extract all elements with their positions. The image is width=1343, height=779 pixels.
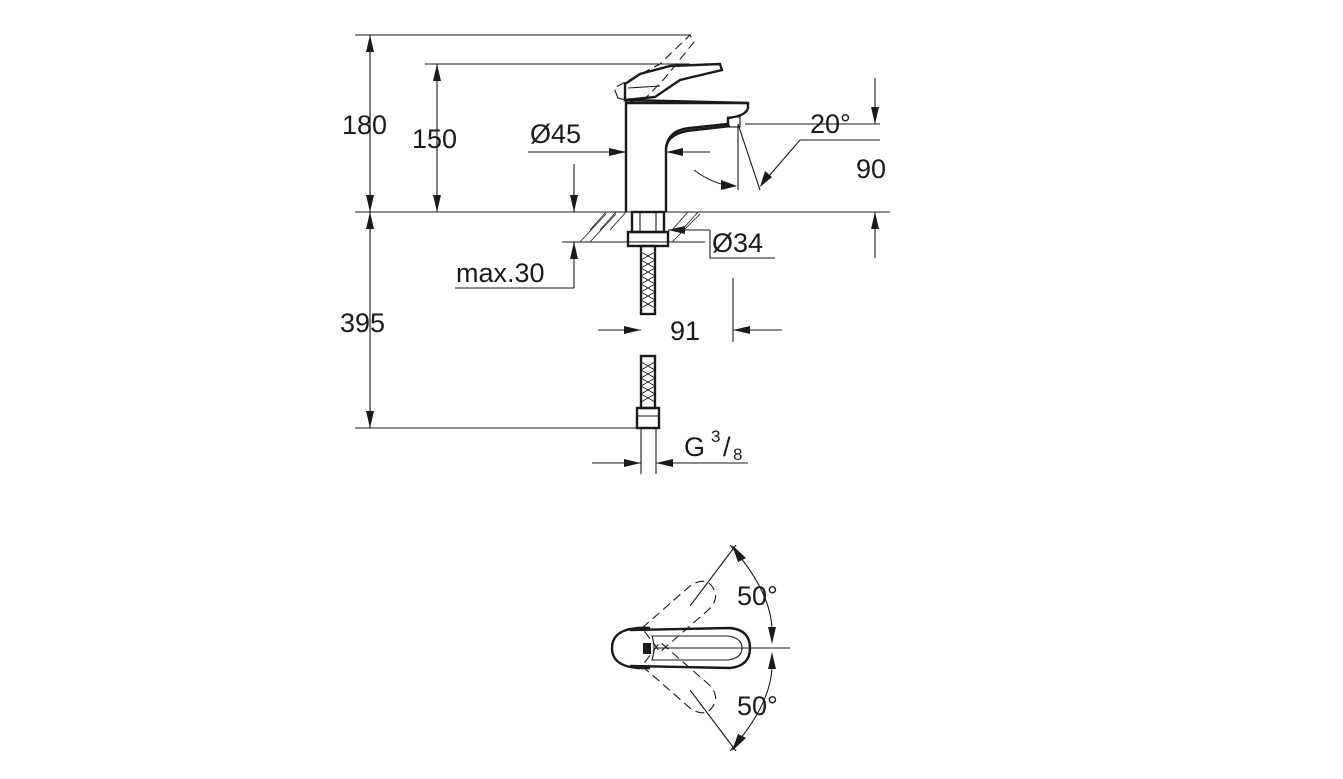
handle-rotated-up — [641, 580, 717, 653]
dim-diameter-45 — [528, 148, 710, 156]
rotation-lower-label: 50° — [737, 691, 778, 721]
side-view: 180 150 Ø45 — [340, 34, 890, 474]
rotation-upper-label: 50° — [737, 581, 778, 611]
max-thickness-label: max.30 — [456, 258, 545, 288]
dim-thread — [592, 459, 748, 467]
total-height-label: 180 — [342, 110, 387, 140]
thread-label: G — [684, 432, 705, 462]
handle-pivot — [643, 643, 651, 654]
faucet-body — [613, 34, 750, 212]
dim-diameter-34 — [668, 226, 775, 259]
dim-max-30 — [455, 164, 578, 289]
body-diameter-label: Ø45 — [530, 119, 581, 149]
spout-height-label: 150 — [412, 124, 457, 154]
spout-reach-label: 90 — [856, 154, 886, 184]
base-diameter-label: Ø34 — [712, 228, 763, 258]
top-view — [610, 544, 790, 752]
handle-inner — [651, 635, 743, 661]
hose-upper — [639, 244, 657, 316]
dim-180 — [366, 35, 374, 212]
dim-90 — [871, 78, 879, 258]
hose-offset-label: 91 — [670, 316, 700, 346]
dim-angle-20 — [693, 123, 880, 191]
dim-91 — [598, 278, 782, 342]
hose-lower — [635, 354, 661, 474]
thread-numerator: 3 — [711, 427, 720, 446]
counter-slab — [562, 210, 705, 248]
thread-denominator: 8 — [733, 445, 742, 464]
dim-150 — [433, 64, 441, 212]
spout-angle-label: 20° — [810, 109, 851, 139]
hose-length-label: 395 — [340, 308, 385, 338]
handle-rotated-down — [641, 641, 717, 714]
thread-slash: / — [723, 432, 731, 462]
dim-395 — [366, 212, 374, 428]
